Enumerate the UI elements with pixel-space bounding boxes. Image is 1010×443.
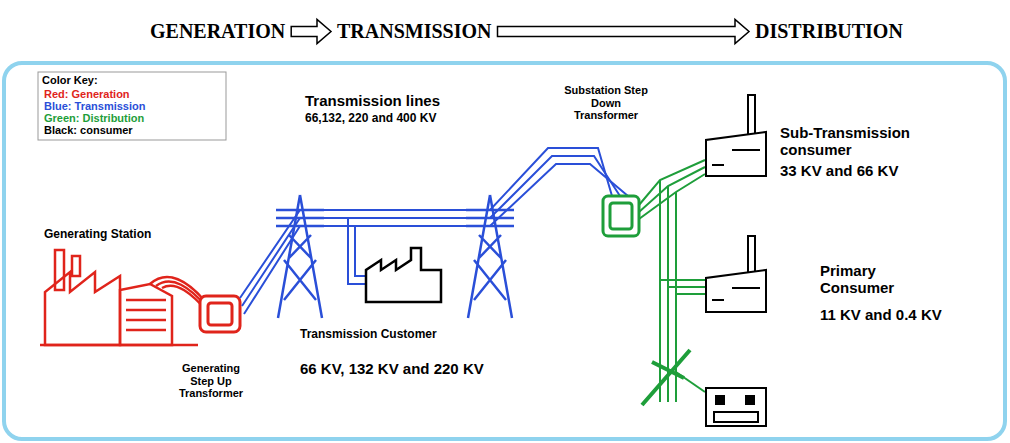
legend-text: Blue: Transmission — [44, 100, 145, 112]
hollow-arrow — [291, 20, 331, 44]
legend-entry: Green: Distribution — [44, 112, 144, 124]
diagram-label: 66 KV, 132 KV and 220 KV — [300, 360, 540, 377]
transmission-customer-factory — [366, 248, 441, 302]
diagram-label: 66,132, 220 and 400 KV — [305, 112, 475, 126]
legend-box — [38, 72, 226, 140]
step-down-transformer — [603, 196, 639, 236]
stage-text: TRANSMISSION — [337, 20, 491, 43]
step-up-transformer — [200, 296, 240, 332]
diagram-label: Generating Station — [44, 228, 184, 242]
consumer-buildings — [706, 95, 766, 426]
diagram-label: Primary Consumer — [820, 262, 930, 297]
hollow-arrow — [498, 20, 750, 44]
stage-heading: TRANSMISSION — [335, 20, 493, 43]
diagram-label: Transmission Customer — [300, 328, 480, 342]
diagram-label: Substation Step Down Transformer — [560, 84, 652, 122]
legend-entry: Red: Generation — [44, 88, 130, 100]
legend-heading: Color Key: — [42, 74, 162, 87]
diagram-label: 33 KV and 66 KV — [780, 162, 940, 179]
legend-text: Red: Generation — [44, 88, 130, 100]
diagram-label: 11 KV and 0.4 KV — [820, 306, 980, 323]
transmission-tower — [276, 195, 514, 318]
generating-station — [40, 250, 208, 345]
diagram-label: Sub-Transmission consumer — [780, 124, 930, 159]
legend-entry: Black: consumer — [44, 124, 133, 136]
panel-border — [4, 63, 1005, 439]
distribution-pole — [642, 350, 690, 405]
legend-text: Black: consumer — [44, 124, 133, 136]
diagram-label: Transmission lines — [305, 92, 475, 109]
legend-entry: Blue: Transmission — [44, 100, 145, 112]
stage-text: GENERATION — [150, 20, 285, 43]
transmission-lines — [240, 148, 628, 314]
stage-heading: GENERATION — [148, 20, 287, 43]
distribution-lines — [639, 160, 705, 402]
diagram-label: Generating Step Up Transformer — [170, 362, 252, 400]
stage-heading: DISTRIBUTION — [753, 20, 905, 43]
legend-text: Green: Distribution — [44, 112, 144, 124]
stage-text: DISTRIBUTION — [755, 20, 903, 43]
